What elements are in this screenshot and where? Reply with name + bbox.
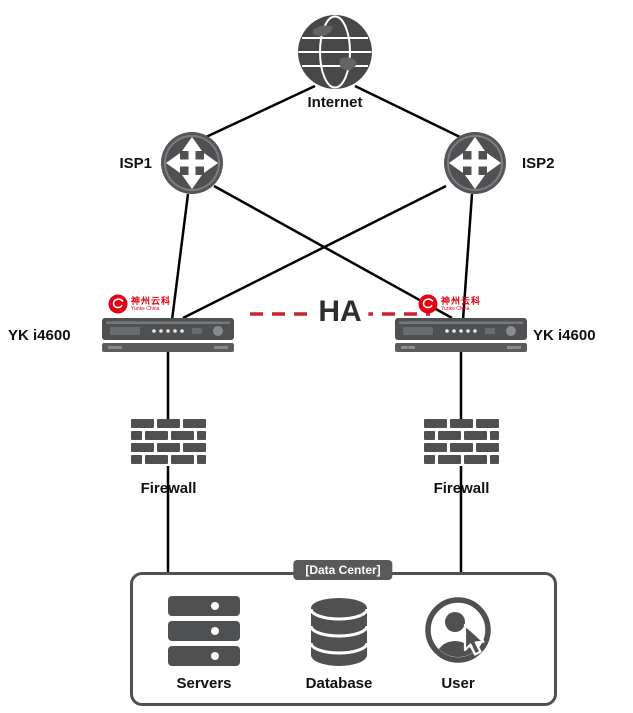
firewall-right-label: Firewall <box>433 480 490 497</box>
internet-label: Internet <box>307 94 363 111</box>
yunke-brand-subtext: Yunke China <box>441 305 470 312</box>
yunke-logo-icon <box>108 294 128 314</box>
yunke-brand-subtext: Yunke China <box>131 305 160 312</box>
user-label: User <box>441 675 475 692</box>
firewall-left-label: Firewall <box>140 480 197 497</box>
isp2-router-icon <box>444 132 506 194</box>
yk-i4600-appliance-right-icon <box>395 318 527 352</box>
isp1-router-icon <box>161 132 223 194</box>
internet-globe-icon <box>298 15 372 89</box>
servers-icon <box>168 596 240 666</box>
ha-label: HA <box>311 295 369 328</box>
yk-i4600-appliance-left-icon <box>102 318 234 352</box>
firewall-right-icon <box>424 419 499 464</box>
yunke-brand-text: 神州云科 <box>131 295 172 306</box>
database-icon <box>310 598 368 666</box>
user-icon <box>425 597 491 663</box>
database-label: Database <box>305 675 373 692</box>
yunke-brand-text: 神州云科 <box>441 295 482 306</box>
servers-label: Servers <box>176 675 232 692</box>
isp2-label: ISP2 <box>522 155 555 172</box>
device-left-label: YK i4600 <box>8 327 71 344</box>
device-right-label: YK i4600 <box>533 327 596 344</box>
datacenter-badge: [Data Center] <box>293 560 393 580</box>
yunke-logo-right: 神州云科 Yunke China <box>418 294 481 314</box>
isp1-label: ISP1 <box>119 155 152 172</box>
yunke-logo-left: 神州云科 Yunke China <box>108 294 171 314</box>
yunke-logo-icon <box>418 294 438 314</box>
firewall-left-icon <box>131 419 206 464</box>
